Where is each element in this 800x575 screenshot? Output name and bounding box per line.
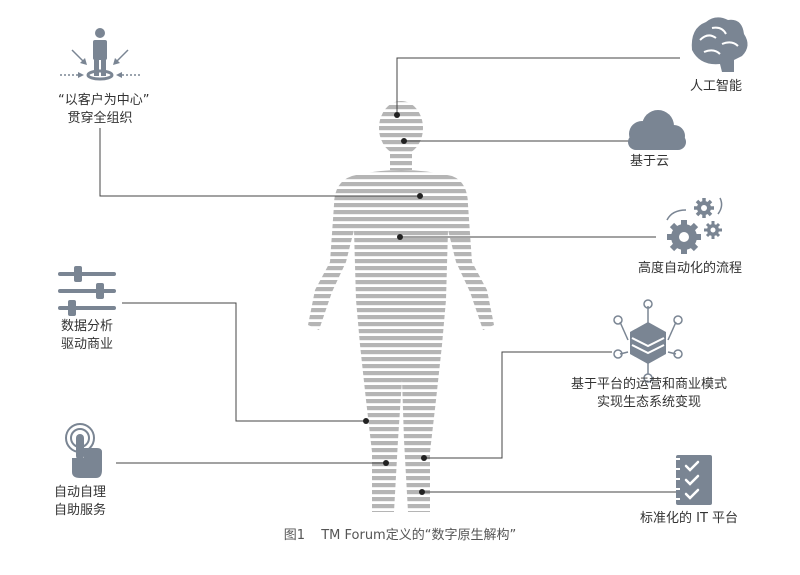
label-self-service-line1: 自动自理 (54, 485, 107, 500)
label-customer-line2: 贯穿全组织 (67, 111, 133, 126)
dot-data (363, 418, 369, 424)
label-automation: 高度自动化的流程 (638, 261, 743, 276)
gears-icon (666, 197, 723, 254)
dot-self-service (383, 460, 389, 466)
brain-icon (691, 17, 748, 72)
connector-ai (396, 57, 680, 112)
dot-ai (394, 112, 400, 118)
connector-lines (99, 57, 680, 493)
label-platform-line2: 实现生态系统变现 (596, 395, 701, 410)
label-data-line2: 驱动商业 (60, 337, 113, 352)
cloud-icon (628, 110, 686, 150)
figure-number: 图1 (283, 528, 306, 543)
dot-platform (421, 455, 427, 461)
checklist-icon (676, 455, 712, 505)
sliders-icon (58, 266, 116, 316)
hexagon-cube-icon (613, 299, 683, 383)
label-customer-centric: “以客户为中心” 贯穿全组织 (58, 92, 150, 128)
label-customer-line1: “以客户为中心” (58, 93, 150, 108)
connector-customer (99, 128, 420, 197)
dot-automation (397, 234, 403, 240)
dot-customer (417, 193, 423, 199)
human-body-silhouette (308, 101, 494, 512)
person-target-icon (60, 28, 140, 81)
figure-caption: 图1 TM Forum定义的“数字原生解构” (0, 524, 800, 543)
figure-title: TM Forum定义的“数字原生解构” (321, 528, 517, 543)
connector-platform (424, 351, 612, 459)
label-self-service: 自动自理 自助服务 (54, 484, 106, 520)
label-data-line1: 数据分析 (60, 319, 113, 334)
dot-it-platform (419, 489, 425, 495)
touch-hand-icon (65, 423, 102, 478)
connector-data (122, 302, 366, 422)
label-ai: 人工智能 (690, 79, 743, 94)
label-it-platform: 标准化的 IT 平台 (640, 511, 739, 526)
label-data-analytics: 数据分析 驱动商业 (52, 318, 122, 354)
label-cloud: 基于云 (630, 154, 670, 169)
label-self-service-line2: 自助服务 (54, 503, 107, 518)
label-platform: 基于平台的运营和商业模式 实现生态系统变现 (558, 376, 740, 412)
label-platform-line1: 基于平台的运营和商业模式 (570, 377, 727, 392)
dot-cloud (401, 138, 407, 144)
body-dots (363, 112, 427, 495)
